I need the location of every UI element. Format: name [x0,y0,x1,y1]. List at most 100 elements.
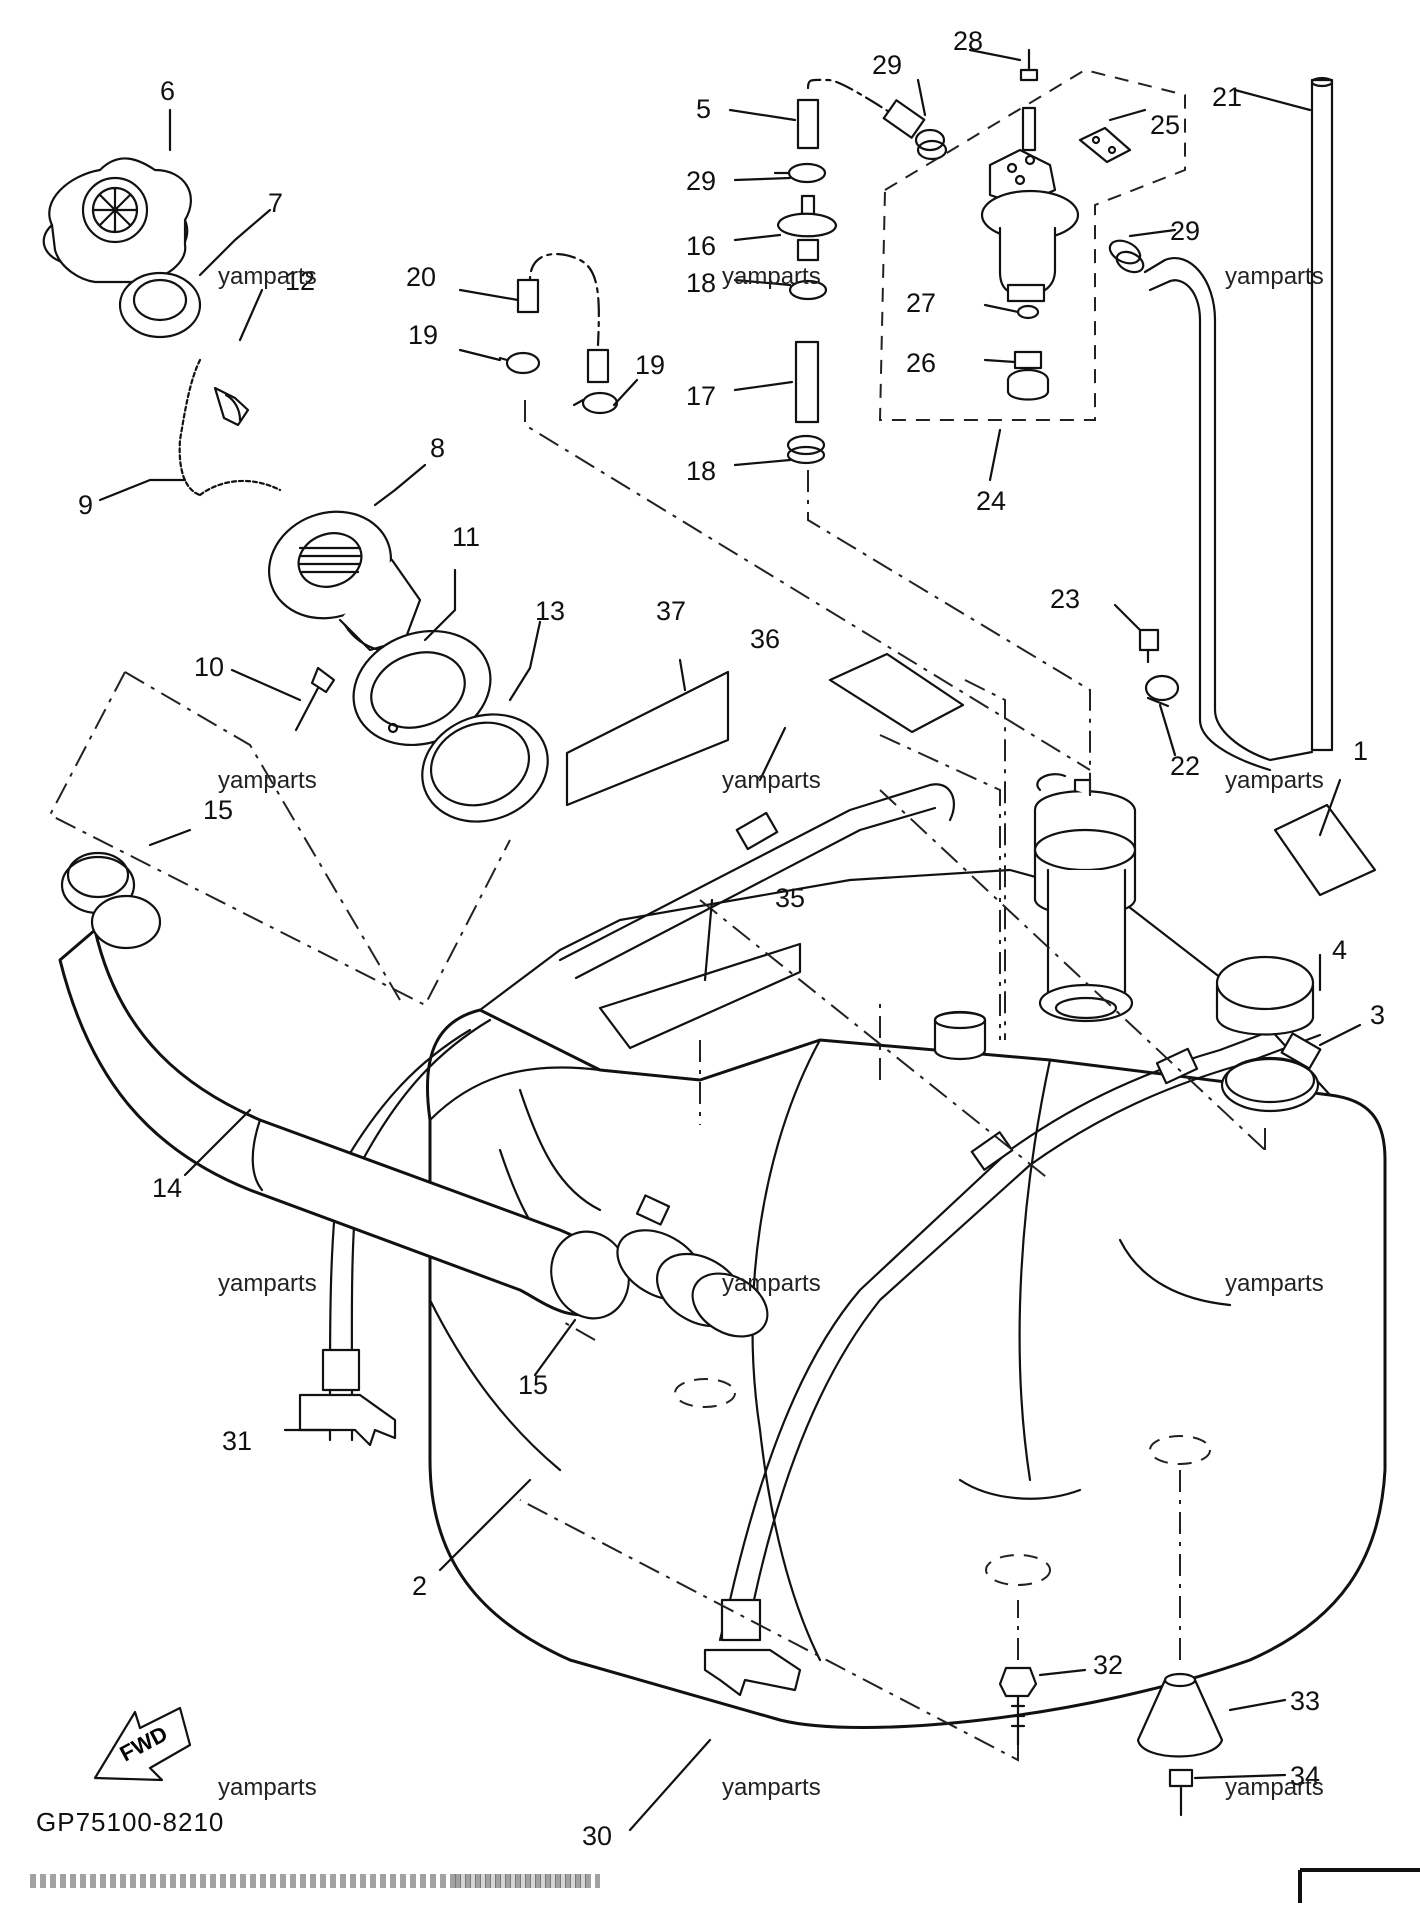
corner-mark [1298,1868,1420,1903]
watermark-11: yamparts [722,1774,821,1801]
drain-plug-26 [1006,350,1050,401]
filler-cap [42,157,192,284]
clip-22 [1144,674,1180,708]
leader-lines [48,400,1266,1762]
vent-hose-20 [516,252,610,384]
callout-7: 7 [268,188,284,218]
callout-19-left: 19 [408,320,439,350]
callout-leaders [98,48,1362,1832]
tank-cap-4 [1215,955,1315,1036]
callout-17: 17 [686,381,717,411]
callout-3: 3 [1370,1000,1386,1030]
watermark-3: yamparts [1225,263,1324,290]
plate-25 [1078,126,1132,164]
screw-34 [1168,1768,1194,1817]
fuel-tank [425,868,1387,1729]
rubber-damper-33 [1136,1672,1224,1758]
watermark-6: yamparts [1225,767,1324,794]
callout-26: 26 [906,348,937,378]
callout-18-lower: 18 [686,456,717,486]
callout-32: 32 [1093,1650,1124,1680]
callout-15-upper: 15 [203,795,234,825]
callout-18-upper: 18 [686,268,717,298]
packing-13 [421,713,549,823]
callout-33: 33 [1290,1686,1321,1716]
vent-hose-21 [1310,76,1334,752]
callout-34: 34 [1290,1761,1321,1791]
tank-nipple-small [933,1010,987,1060]
callout-27: 27 [906,288,937,318]
label-plates [565,652,965,1050]
o-ring-27 [1016,304,1040,320]
callout-4: 4 [1332,935,1348,965]
tank-strap-rear [558,783,1322,1697]
callout-31: 31 [222,1426,253,1456]
fuel-pickup-assembly [1033,773,1137,1023]
watermark-12: yamparts [1225,1774,1324,1801]
callout-5: 5 [696,94,712,124]
filler-hose [58,928,630,1320]
callout-35: 35 [775,883,806,913]
clamp-29-b [914,128,948,161]
callout-29-left: 29 [686,166,717,196]
hose-clamp-lower [616,1194,769,1338]
callout-9: 9 [78,490,94,520]
fwd-arrow: FWD [93,1706,192,1782]
callout-23: 23 [1050,584,1081,614]
watermark-9: yamparts [1225,1270,1324,1297]
callout-25: 25 [1150,110,1181,140]
cap-chain [178,358,282,497]
fuel-filter-16 [776,194,838,262]
callout-12: 12 [285,266,316,296]
illegible-footer-text [30,1874,590,1888]
watermark-7: yamparts [218,1270,317,1297]
clamp-3 [1220,1032,1322,1113]
callout-24: 24 [976,486,1007,516]
part-code: GP75100-8210 [36,1807,225,1837]
callout-10: 10 [194,652,225,682]
callout-37: 37 [656,596,687,626]
rivet-10 [294,666,336,732]
watermark-10: yamparts [218,1774,317,1801]
watermark-2: yamparts [722,263,821,290]
illegible-footer-text-2 [455,1874,600,1888]
callout-29-right: 29 [1170,216,1201,246]
watermark-4: yamparts [218,767,317,794]
clamp-29-c [1108,239,1145,274]
fuel-cock-assy [878,48,1186,421]
watermark-5: yamparts [722,767,821,794]
clamp-18-a [788,279,828,301]
callout-15-lower: 15 [518,1370,549,1400]
fuel-hose-17 [794,340,820,424]
clamp-29-a [773,162,827,184]
watermark-1: yamparts [218,263,317,290]
callout-6: 6 [160,76,176,106]
clamp-18-b [786,434,826,465]
callout-13: 13 [535,596,566,626]
callout-29-top: 29 [872,50,903,80]
cap-packing [118,271,202,339]
fuel-hose-5 [796,78,926,150]
return-hose [1143,257,1314,772]
callout-30: 30 [582,1821,613,1851]
hose-clamp-upper [60,851,162,950]
callout-8: 8 [430,433,446,463]
bolt-32 [998,1666,1038,1747]
watermark-8: yamparts [722,1270,821,1297]
callout-19-right: 19 [635,350,666,380]
callout-14: 14 [152,1173,183,1203]
callout-22: 22 [1170,751,1201,781]
callout-20: 20 [406,262,437,292]
clamp-19-a [498,351,541,375]
callout-28: 28 [953,26,984,56]
callout-11: 11 [452,522,481,552]
screw-12 [213,386,250,427]
callout-2: 2 [412,1571,428,1601]
callout-36: 36 [750,624,781,654]
callout-21: 21 [1212,82,1243,112]
callout-1: 1 [1353,736,1369,766]
clamp-19-b [572,391,619,415]
bolt-23 [1138,628,1160,664]
filler-neck [267,510,422,652]
